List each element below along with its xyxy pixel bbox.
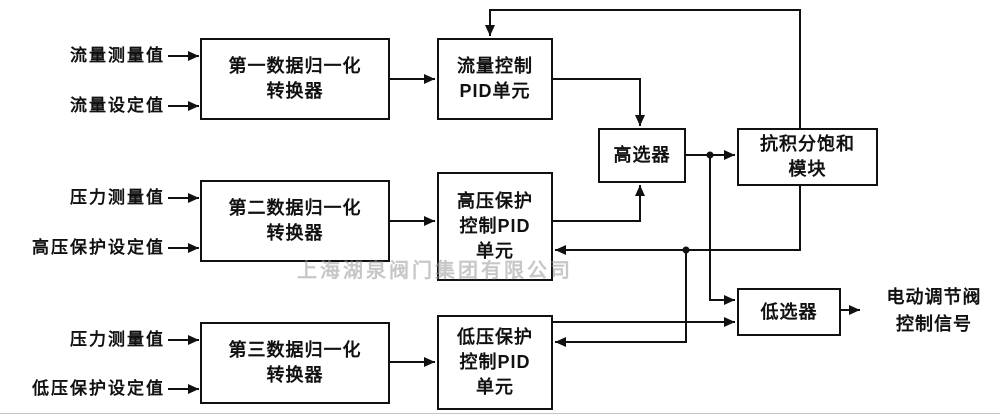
output-label-line: 电动调节阀	[886, 287, 982, 307]
block-high-pressure-pid: 高压保护 控制PID 单元	[437, 172, 553, 281]
block-converter1: 第一数据归一化 转换器	[200, 38, 390, 120]
input-low-protect-setpoint: 低压保护设定值	[32, 379, 165, 398]
block-label-line: 高选器	[613, 145, 671, 165]
block-label-line: 第三数据归一化	[228, 340, 362, 360]
block-label-line: 单元	[476, 241, 514, 261]
junction-dot	[682, 246, 690, 254]
arrow-branch-to-lowselector	[709, 155, 735, 305]
block-label-line: 转换器	[266, 81, 324, 101]
block-label-line: 模块	[788, 159, 827, 179]
block-low-selector: 低选器	[737, 288, 841, 336]
block-label-line: 转换器	[266, 365, 324, 385]
block-label-line: 转换器	[266, 223, 324, 243]
input-pressure-measured-2: 压力测量值	[70, 330, 165, 349]
block-label-line: 流量控制	[457, 56, 533, 76]
output-label-line: 控制信号	[896, 314, 972, 334]
page-edge-line	[0, 413, 1000, 414]
block-label-line: 抗积分饱和	[760, 134, 855, 154]
block-label-line: 单元	[476, 377, 514, 397]
block-converter3: 第三数据归一化 转换器	[200, 322, 390, 404]
input-flow-measured: 流量测量值	[70, 46, 165, 65]
arrow-feedback-to-lowpid	[555, 250, 687, 347]
block-label-line: 第一数据归一化	[228, 56, 362, 76]
arrow-highpid-to-highselector	[553, 185, 645, 222]
block-high-selector: 高选器	[598, 128, 686, 183]
arrow-flowpid-to-highselector	[553, 78, 645, 126]
input-high-protect-setpoint: 高压保护设定值	[32, 238, 165, 257]
block-flow-pid: 流量控制 PID单元	[437, 38, 553, 120]
arrow-feedback-to-highpid	[555, 186, 801, 255]
output-signal-label: 电动调节阀 控制信号	[870, 284, 998, 338]
junction-dot	[706, 151, 714, 159]
block-low-pressure-pid: 低压保护 控制PID 单元	[437, 315, 553, 410]
block-label-line: 高压保护	[457, 191, 533, 211]
block-label-line: PID单元	[459, 81, 531, 101]
input-flow-setpoint: 流量设定值	[70, 96, 165, 115]
block-label-line: 第二数据归一化	[228, 198, 362, 218]
input-pressure-measured-1: 压力测量值	[70, 188, 165, 207]
block-label-line: 低选器	[760, 301, 818, 322]
block-label-line: 控制PID	[459, 216, 531, 236]
block-label-line: 低压保护	[457, 327, 533, 347]
block-label-line: 控制PID	[459, 352, 531, 372]
block-converter2: 第二数据归一化 转换器	[200, 180, 390, 262]
block-anti-windup: 抗积分饱和 模块	[737, 128, 878, 186]
arrow-feedback-to-flowpid	[485, 9, 801, 128]
